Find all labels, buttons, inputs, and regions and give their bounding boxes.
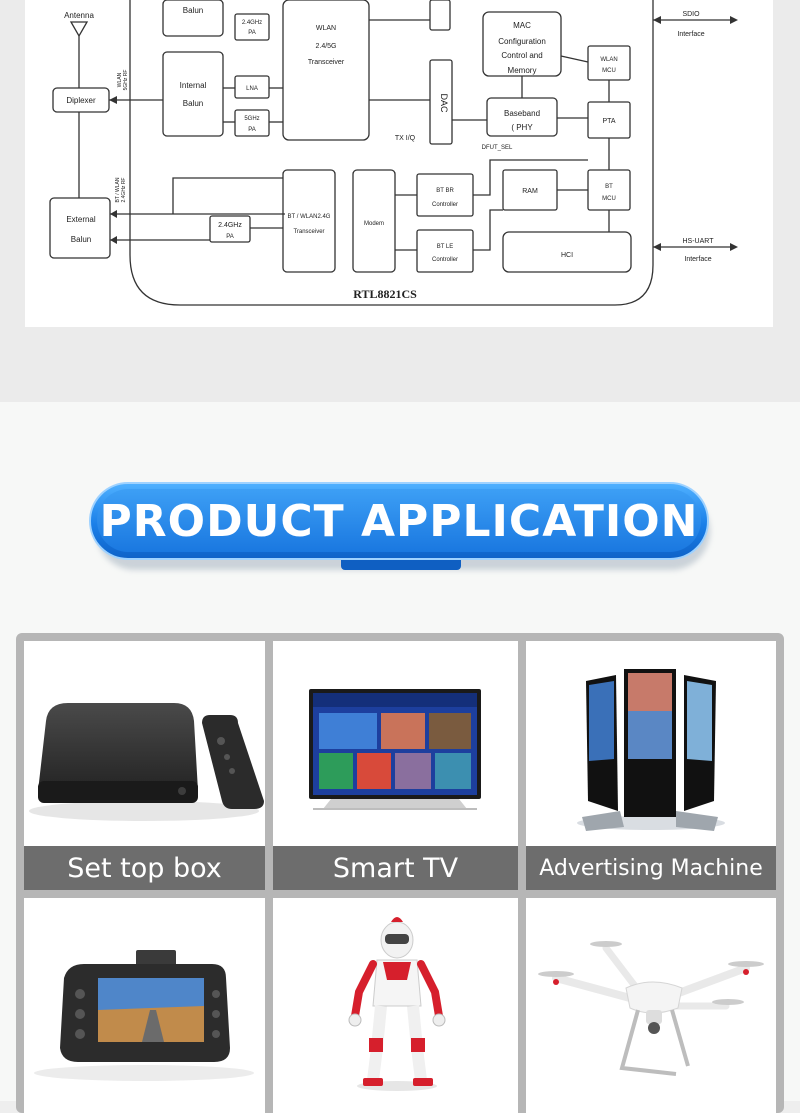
ram-label: RAM — [522, 188, 538, 195]
internal-balun-label-2: Balun — [183, 99, 203, 108]
modem-label: Modem — [364, 221, 384, 227]
diplexer-label: Diplexer — [66, 96, 96, 105]
title-banner-inner — [97, 489, 701, 552]
hsuart-label-2: Interface — [684, 256, 711, 263]
pa-5g-label-2: PA — [248, 127, 256, 133]
antenna-label: Antenna — [64, 11, 94, 20]
internal-balun-label-1: Internal — [180, 81, 207, 90]
wlan-mcu-label-2: MCU — [602, 68, 616, 74]
pa-24-top-label-2: PA — [248, 30, 256, 36]
external-balun-label-2: Balun — [71, 235, 91, 244]
wlan-mcu-label-1: WLAN — [600, 57, 617, 63]
external-balun-label-1: External — [66, 215, 96, 224]
mac-label-1: MAC — [513, 21, 531, 30]
wlan-side-label-1: WLAN — [117, 72, 123, 87]
bt-transceiver-label-2: Transceiver — [293, 229, 324, 235]
bt-transceiver-label-1: BT / WLAN2.4G — [288, 214, 331, 220]
dac-label: DAC — [439, 93, 449, 113]
wlan-transceiver-label-1: WLAN — [316, 25, 336, 32]
wlan-transceiver-label-3: Transceiver — [308, 59, 345, 66]
application-card-dash-camera[interactable] — [24, 898, 265, 1113]
drone-image — [538, 941, 764, 1076]
application-label-smart-tv: Smart TV — [273, 846, 518, 890]
pa-24-top-label-1: 2.4GHz — [242, 20, 262, 26]
mac-label-3: Control and — [501, 51, 542, 60]
baseband-label-1: Baseband — [504, 109, 540, 118]
title-banner: PRODUCT APPLICATION — [89, 482, 709, 560]
bt-br-label-2: Controller — [432, 202, 458, 208]
pta-label: PTA — [602, 118, 615, 125]
tx-iq-label: TX I/Q — [395, 135, 416, 142]
smart-tv-image — [309, 689, 481, 810]
bt-le-label-2: Controller — [432, 257, 458, 263]
bt-mcu-label-1: BT — [605, 184, 613, 190]
bt-mcu-label-2: MCU — [602, 196, 616, 202]
application-card-drone[interactable] — [526, 898, 776, 1113]
application-card-set-top-box[interactable]: Set top box — [24, 641, 265, 890]
bt-side-label-1: BT / WLAN — [115, 177, 121, 202]
dash-camera-image — [34, 950, 254, 1081]
sdio-label-2: Interface — [677, 31, 704, 38]
application-card-smart-tv[interactable]: Smart TV — [273, 641, 518, 890]
hsuart-label-1: HS-UART — [683, 238, 715, 245]
application-card-advertising-machine[interactable]: Advertising Machine — [526, 641, 776, 890]
chip-label: RTL8821CS — [353, 287, 417, 301]
pa-24-bt-label-1: 2.4GHz — [218, 222, 242, 229]
application-label-set-top-box: Set top box — [24, 846, 265, 890]
mac-label-4: Memory — [508, 66, 537, 75]
baseband-label-2: ( PHY — [511, 123, 533, 132]
application-grid: Set top box Smart TV — [16, 633, 784, 1113]
pa-5g-label-1: 5GHz — [244, 116, 259, 122]
hci-label: HCI — [561, 252, 573, 259]
wlan-side-label-2: 5GHz RF — [123, 70, 129, 91]
robot-image — [348, 917, 446, 1091]
application-card-robot[interactable] — [273, 898, 518, 1113]
title-banner-tab — [341, 560, 461, 570]
set-top-box-image — [29, 703, 264, 821]
block-diagram-svg: Antenna Diplexer Balun Internal Balun Ex… — [49, 0, 738, 306]
pa-24-bt-label-2: PA — [226, 234, 234, 240]
balun-top-label: Balun — [183, 6, 203, 15]
section-title: PRODUCT APPLICATION — [99, 495, 699, 547]
bt-side-label-2: 2.4GHz RF — [121, 177, 127, 202]
mac-label-2: Configuration — [498, 37, 546, 46]
bt-br-label-1: BT BR — [436, 188, 454, 194]
sdio-label-1: SDIO — [682, 11, 700, 18]
dfut-sel-label: DFUT_SEL — [482, 145, 513, 151]
wlan-transceiver-label-2: 2.4/5G — [315, 43, 336, 50]
lna-label: LNA — [246, 86, 258, 92]
bt-le-label-1: BT LE — [437, 244, 454, 250]
application-label-advertising-machine: Advertising Machine — [526, 846, 776, 890]
block-diagram: Antenna Diplexer Balun Internal Balun Ex… — [25, 0, 773, 327]
advertising-machine-image — [577, 669, 725, 831]
